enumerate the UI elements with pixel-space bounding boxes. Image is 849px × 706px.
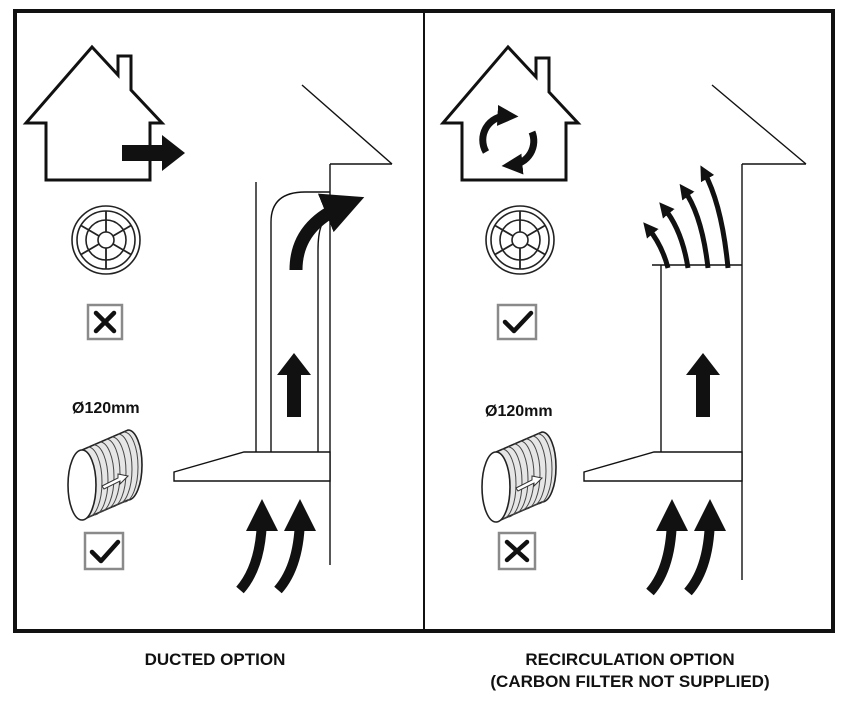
hood-canopy — [173, 451, 331, 482]
recirculation-caption-line1: RECIRCULATION OPTION — [525, 650, 735, 669]
recirculation-panel: Ø120mm — [439, 44, 807, 596]
fan-vent-icon — [71, 205, 141, 275]
check-box-duct — [83, 531, 125, 571]
fan-vent-icon — [485, 205, 555, 275]
airflow-arrows — [236, 193, 365, 594]
check-box-vent — [496, 303, 538, 341]
flexible-duct-icon — [67, 429, 143, 521]
house-recirculate-icon — [439, 44, 582, 182]
cross-box-vent — [86, 303, 124, 341]
hood-chimney — [652, 84, 807, 580]
cross-box-duct — [497, 531, 537, 571]
flexible-duct-icon — [481, 431, 557, 523]
ducted-option-caption: DUCTED OPTION — [144, 650, 286, 669]
duct-size-label: Ø120mm — [72, 400, 140, 417]
airflow-arrows — [643, 165, 731, 596]
duct-size-label: Ø120mm — [485, 403, 553, 420]
hood-chimney — [255, 84, 393, 565]
recirculation-caption-line2: (CARBON FILTER NOT SUPPLIED) — [490, 672, 770, 691]
hood-canopy — [583, 451, 743, 482]
house-exhaust-icon — [22, 44, 185, 182]
recirculation-option-caption: RECIRCULATION OPTION (CARBON FILTER NOT … — [430, 649, 830, 693]
ducted-panel: Ø120mm — [22, 44, 393, 594]
